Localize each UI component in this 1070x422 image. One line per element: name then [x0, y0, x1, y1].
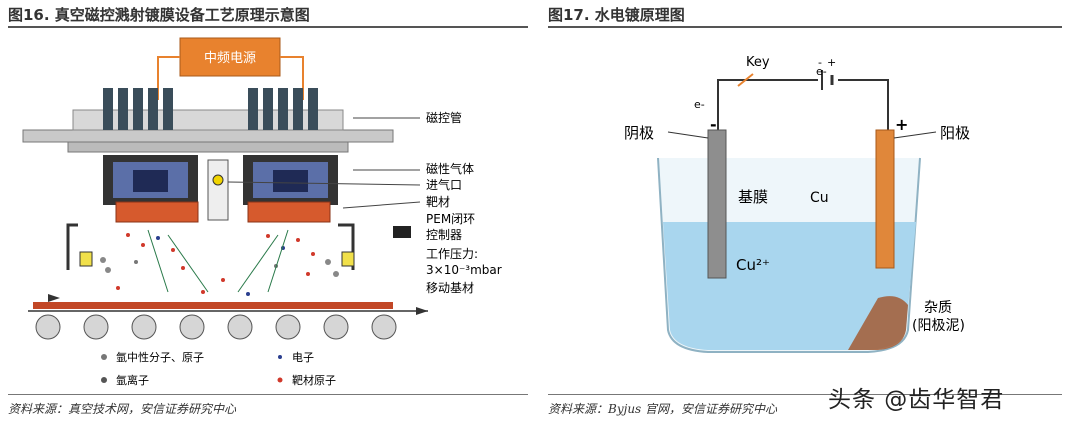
anode-label: 阳极 [940, 124, 970, 142]
pem-controller [393, 226, 411, 238]
impurity-sludge [848, 296, 908, 350]
cathode-rod [707, 129, 727, 279]
anode-sign: + [895, 115, 908, 134]
sensor-left [79, 251, 93, 267]
left-figure-title: 图16. 真空磁控溅射镀膜设备工艺原理示意图 [8, 6, 310, 24]
legend-marker-target-atom [277, 377, 283, 383]
impurity-label-1: 杂质 [924, 300, 952, 316]
chamber-left-wall [66, 223, 78, 270]
power-supply-box [179, 37, 281, 77]
particle-plume [100, 229, 339, 296]
cathode-sign: - [710, 115, 717, 134]
cu-ion-label: Cu²⁺ [736, 256, 770, 274]
cathode-leader [667, 131, 709, 139]
key-switch [737, 73, 754, 87]
electron-label-top: e- [816, 65, 827, 78]
label-pem-2: 控制器 [426, 228, 462, 242]
chamber-lid [67, 141, 349, 153]
rollers [35, 314, 397, 340]
legend-marker-argon-neutral [101, 354, 107, 360]
legend-electron: 电子 [292, 351, 314, 364]
top-plate [22, 129, 394, 143]
legend-target-atom: 靶材原子 [292, 373, 336, 387]
power-wire-right [280, 56, 304, 100]
label-pressure-2: 3×10⁻³mbar [426, 263, 502, 277]
cathode-label: 阴极 [624, 124, 654, 142]
label-magnetic-gas: 磁性气体 [426, 161, 474, 176]
label-target: 靶材 [426, 195, 450, 209]
substrate-strip [33, 302, 393, 309]
substrate-arrow-left [48, 294, 60, 302]
power-supply-label: 中频电源 [204, 51, 256, 66]
impurity-label-2: (阳极泥) [912, 318, 965, 334]
sensor-right [341, 251, 355, 267]
battery-minus: - [818, 56, 822, 69]
label-pressure-1: 工作压力: [426, 247, 478, 261]
anode-leader [893, 131, 937, 139]
power-wire-left [157, 56, 180, 100]
circuit-right [838, 79, 889, 130]
substrate-arrow-right [416, 307, 428, 315]
substrate-label: 基膜 [738, 188, 768, 206]
legend-argon-neutral: 氩中性分子、原子 [116, 350, 204, 364]
electroplating-diagram: Key - + e- e- - + 阴极 阳极 基膜 Cu Cu²⁺ 杂质 (阳… [624, 55, 970, 353]
magnetron-right [243, 155, 338, 223]
left-title-rule [8, 26, 528, 28]
left-connectors [103, 88, 173, 130]
label-magnetron: 磁控管 [426, 110, 462, 125]
right-connectors [248, 88, 318, 130]
right-figure-title: 图17. 水电镀原理图 [548, 6, 685, 24]
watermark: 头条 @齿华智君 [828, 387, 1005, 413]
left-bottom-rule [8, 394, 528, 395]
sputtering-diagram: 中频电源 [22, 37, 502, 387]
key-label: Key [746, 55, 770, 70]
battery-plus: + [827, 56, 836, 69]
left-source: 资料来源：真空技术网，安信证券研究中心 [8, 402, 237, 416]
electron-label-left: e- [694, 98, 705, 111]
anode-rod [875, 129, 895, 269]
legend-marker-electron [278, 355, 282, 359]
gas-inlet-dot [212, 174, 224, 186]
right-title-rule [548, 26, 1062, 28]
label-pem-1: PEM闭环 [426, 212, 475, 226]
legend: 氩中性分子、原子 电子 氩离子 靶材原子 [101, 350, 336, 387]
label-substrate: 移动基材 [426, 281, 474, 295]
right-bottom-rule [548, 394, 1062, 395]
label-gas-inlet: 进气口 [426, 177, 462, 192]
circuit-left [717, 79, 818, 130]
legend-argon-ion: 氩离子 [116, 373, 149, 387]
legend-marker-argon-ion [101, 377, 107, 383]
gas-inlet [207, 159, 229, 221]
magnetron-left [103, 155, 199, 223]
right-source: 资料来源：Byjus 官网，安信证券研究中心 [548, 402, 778, 416]
leader-lines [227, 117, 421, 209]
cu-label: Cu [810, 190, 829, 206]
